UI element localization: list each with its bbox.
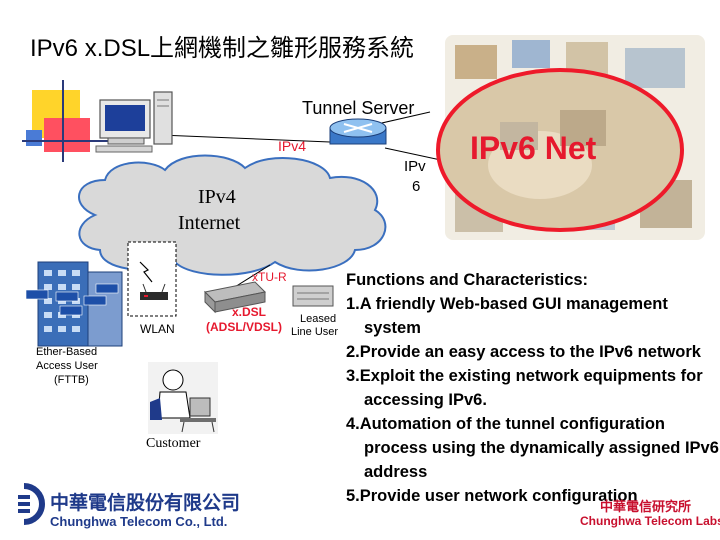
chunghwa-logo-mark <box>18 483 45 525</box>
link-ipv4 <box>159 134 331 143</box>
ether-label-line1: Ether-Based <box>36 346 98 358</box>
labs-watermark-zh: 中華電信研究所 <box>600 499 692 514</box>
functions-heading: Functions and Characteristics: <box>346 271 589 289</box>
wlan-label: WLAN <box>140 322 175 336</box>
functions-panel: Functions and Characteristics: 1.A frien… <box>346 268 720 508</box>
function-item: 4.Automation of the tunnel configuration… <box>346 415 719 481</box>
server-computer-icon <box>95 91 173 153</box>
company-name-en: Chunghwa Telecom Co., Ltd. <box>50 514 228 529</box>
function-item: 3.Exploit the existing network equipment… <box>346 367 703 409</box>
red-block <box>44 118 90 152</box>
leased-label-line2: Line User <box>291 326 339 338</box>
page-title: IPv6 x.DSL上網機制之雛形服務系統 <box>30 35 415 62</box>
function-item: 5.Provide user network configuration <box>346 487 638 505</box>
ipv4-link-label: IPv4 <box>278 138 307 154</box>
customer-icon <box>148 362 218 434</box>
ether-label-line3: (FTTB) <box>54 374 89 386</box>
functions-list: 1.A friendly Web-based GUI management sy… <box>346 292 720 508</box>
ipv6-net-collage <box>436 35 705 240</box>
accent-line-v <box>62 80 64 162</box>
wlan-box <box>127 241 177 317</box>
function-item: 2.Provide an easy access to the IPv6 net… <box>346 343 701 361</box>
ether-label-line2: Access User <box>36 360 98 372</box>
internet-label-line1: IPv4 <box>198 186 236 208</box>
company-name-zh: 中華電信股份有限公司 <box>50 493 241 514</box>
xdsl-label-line2: (ADSL/VDSL) <box>206 320 282 334</box>
internet-label-line2: Internet <box>178 212 241 234</box>
accent-line-h <box>22 140 140 142</box>
labs-watermark-en: Chunghwa Telecom Labs. <box>580 514 720 528</box>
blue-block <box>26 130 42 146</box>
customer-label: Customer <box>146 436 201 451</box>
leased-line-device-icon <box>292 285 334 307</box>
ipv6-net-label: IPv6 Net <box>470 130 597 166</box>
router-icon <box>329 118 387 145</box>
xtur-modem-icon <box>203 281 267 314</box>
ether-building-icon <box>25 261 123 347</box>
function-item: 1.A friendly Web-based GUI management sy… <box>346 295 668 337</box>
tunnel-server-label: Tunnel Server <box>302 98 415 118</box>
ipv6-link-label-line1: IPv <box>404 158 426 175</box>
ipv6-link-label-line2: 6 <box>412 178 421 195</box>
xdsl-label-line1: x.DSL <box>232 305 267 319</box>
leased-label-line1: Leased <box>300 313 337 325</box>
xtur-label: xTU-R <box>252 270 287 284</box>
